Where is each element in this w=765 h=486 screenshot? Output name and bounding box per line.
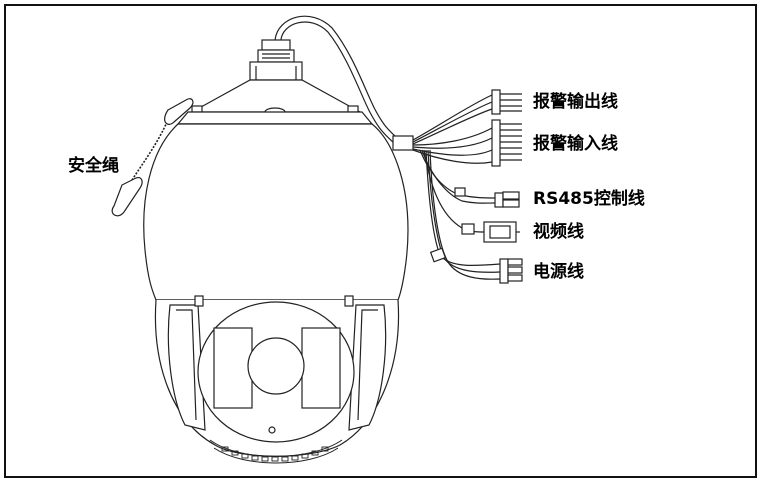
safety-rope (111, 98, 194, 217)
rs485-wire (419, 149, 520, 208)
diagram-frame (4, 4, 757, 478)
side-bracket-left (167, 304, 206, 431)
side-bracket-right (348, 304, 387, 431)
label-alarm-output: 报警输出线 (533, 92, 618, 112)
top-cap (191, 79, 361, 113)
housing-band (176, 111, 374, 125)
label-safety-rope: 安全绳 (68, 156, 119, 176)
cable-junction (392, 135, 414, 151)
mount-neck (249, 39, 303, 81)
label-alarm-input: 报警输入线 (533, 134, 618, 154)
alarm-input-wires (412, 119, 522, 167)
alarm-output-wires (412, 89, 522, 145)
video-wire (423, 149, 520, 243)
power-wire (425, 149, 523, 284)
label-video: 视频线 (533, 222, 584, 242)
label-rs485: RS485控制线 (533, 189, 645, 209)
dome-body (143, 123, 409, 301)
label-power: 电源线 (533, 262, 584, 282)
lens (247, 337, 305, 395)
